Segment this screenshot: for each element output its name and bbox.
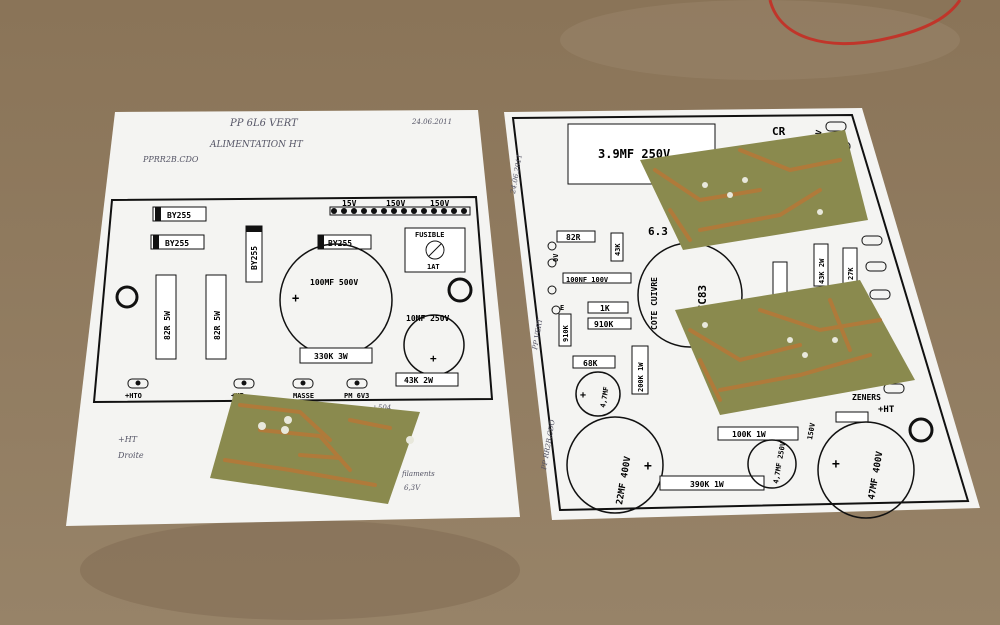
svg-text:910K: 910K (594, 320, 613, 329)
svg-text:100MF 500V: 100MF 500V (310, 278, 358, 287)
resistor-200k (631, 345, 649, 395)
handwritten-date: 24.06.2011 (411, 118, 452, 126)
svg-text:+HT: +HT (118, 435, 138, 444)
svg-text:+: + (832, 457, 840, 472)
resistor-1k (587, 301, 629, 314)
zener-diode (835, 411, 869, 423)
resistor-68k (572, 355, 616, 369)
right-paper-sheet: 3.9MF 250V CR 24.06.2011 PP VERT PP RR2B… (504, 108, 980, 520)
svg-text:+: + (430, 352, 437, 365)
resistor-390k (659, 475, 765, 491)
pcb-upper (640, 130, 868, 250)
svg-text:+HT: +HT (878, 405, 895, 415)
resistor-910k-b (558, 313, 572, 347)
svg-text:E: E (560, 304, 564, 312)
resistor-82r-2 (205, 274, 227, 360)
terminal-pm: PM 6V3 (344, 378, 369, 400)
resistor-82r (556, 230, 596, 243)
svg-text:390K 1W: 390K 1W (690, 480, 724, 489)
svg-text:150V: 150V (806, 422, 817, 441)
fuse-title: FUSIBLE (415, 231, 445, 239)
resistor-82r-1 (155, 274, 177, 360)
svg-text:10MF 250V: 10MF 250V (406, 314, 450, 323)
svg-text:100K 1W: 100K 1W (732, 430, 766, 439)
handwritten-subtitle: ALIMENTATION HT (209, 140, 304, 150)
diode-by255-2 (150, 234, 205, 250)
svg-text:3.9MF 250V: 3.9MF 250V (598, 147, 670, 161)
svg-text:MASSE: MASSE (293, 392, 314, 400)
svg-text:43K 2W: 43K 2W (404, 376, 433, 385)
svg-text:82R 5W: 82R 5W (213, 311, 222, 340)
capacitor-22mf (566, 416, 664, 514)
svg-text:+: + (644, 459, 652, 474)
svg-text:330K 3W: 330K 3W (314, 352, 348, 361)
left-paper-sheet: PP 6L6 VERT ALIMENTATION HT PPRR2B.CDO 2… (66, 110, 520, 526)
connector-strip (329, 206, 471, 216)
svg-text:+: + (580, 390, 586, 401)
diode-by255-1 (152, 206, 207, 222)
handwritten-filename: PPRR2B.CDO (142, 155, 199, 164)
resistor-43k-small (610, 232, 624, 262)
svg-text:68K: 68K (583, 359, 598, 368)
connector-dots (331, 208, 467, 214)
resistor-100k (717, 426, 799, 441)
svg-text:43K 2W: 43K 2W (818, 258, 826, 284)
svg-text:27K: 27K (847, 267, 855, 280)
floor-stain (560, 0, 960, 80)
resistor-910k-a (587, 317, 632, 330)
pcb-lower (675, 280, 915, 415)
svg-text:43K: 43K (614, 243, 622, 256)
svg-text:6,3V: 6,3V (404, 484, 421, 492)
svg-text:1K: 1K (600, 304, 610, 313)
pcb-small (210, 393, 420, 504)
svg-text:BY255: BY255 (250, 246, 259, 270)
resistor-43k-2w (813, 243, 829, 287)
svg-text:100NF 100V: 100NF 100V (566, 276, 609, 284)
svg-text:BY255: BY255 (165, 239, 189, 248)
mounting-hole (115, 285, 139, 309)
board-outline (511, 113, 970, 512)
terminal-hto: +HTO (125, 378, 149, 400)
floor-stain (80, 520, 520, 620)
label-150v-b: 150V (430, 199, 449, 208)
resistor-330k (299, 347, 373, 364)
svg-text:910K: 910K (562, 324, 570, 342)
svg-text:4,7MF: 4,7MF (599, 386, 611, 408)
red-cable (768, 0, 962, 46)
svg-text:COTE CUIVRE: COTE CUIVRE (650, 277, 659, 330)
svg-text:BY255: BY255 (167, 211, 191, 220)
svg-text:ZENERS: ZENERS (852, 393, 881, 402)
handwritten-title: PP 6L6 VERT (229, 118, 299, 129)
mounting-hole (447, 277, 473, 303)
svg-text:6.3: 6.3 (648, 225, 668, 238)
svg-text:PM 6V3: PM 6V3 (344, 392, 369, 400)
svg-text:Droite: Droite (117, 451, 144, 460)
svg-text:+504: +504 (372, 404, 391, 412)
svg-text:+: + (292, 291, 299, 305)
label-150v-a: 150V (386, 199, 405, 208)
capacitor-47mf (817, 421, 915, 519)
capacitor-100nf (562, 272, 632, 284)
board-outline (92, 195, 494, 404)
svg-text:CR: CR (772, 125, 786, 138)
fuse-value: 1AT (427, 263, 440, 271)
capacitor-4-7mf (575, 371, 621, 417)
capacitor-4-7mf-250v (747, 439, 797, 489)
svg-text:filaments: filaments (401, 470, 435, 478)
terminal-masse: MASSE (292, 378, 314, 400)
svg-text:82R: 82R (566, 233, 581, 242)
mounting-hole (908, 417, 934, 443)
svg-text:82R 5W: 82R 5W (163, 311, 172, 340)
resistor-43k (395, 372, 459, 387)
svg-text:0V: 0V (552, 253, 560, 262)
label-15v: 15V (342, 199, 357, 208)
svg-text:200K 1W: 200K 1W (637, 362, 645, 392)
svg-text:+HTO: +HTO (125, 392, 142, 400)
